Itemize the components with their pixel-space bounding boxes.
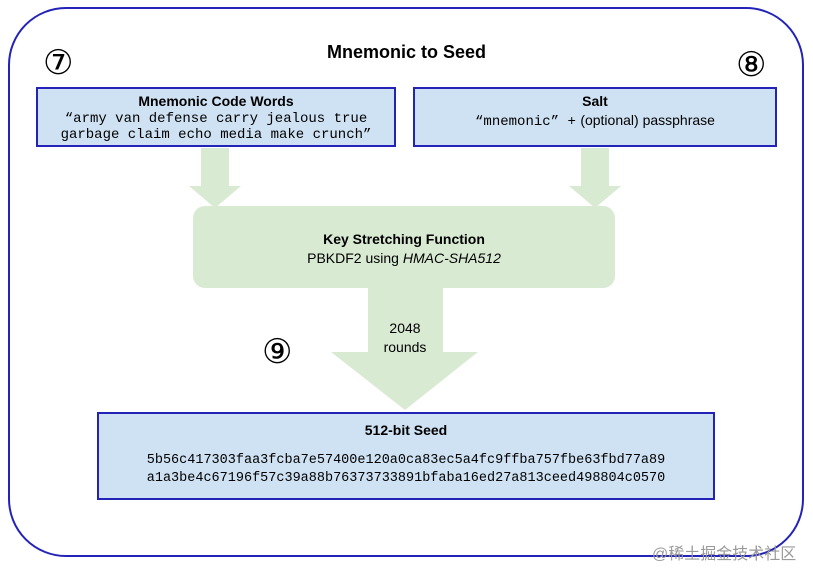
step-8-marker: ⑧ bbox=[736, 45, 767, 85]
diagram-title: Mnemonic to Seed bbox=[326, 42, 487, 62]
mnemonic-code-words-box: Mnemonic Code Words “army van defense ca… bbox=[36, 87, 396, 147]
mnemonic-heading: Mnemonic Code Words bbox=[138, 93, 294, 109]
salt-literal: “mnemonic” + bbox=[475, 114, 576, 130]
mnemonic-down-arrow bbox=[189, 148, 241, 208]
seed-line-1: 5b56c417303faa3fcba7e57400e120a0ca83ec5a… bbox=[146, 453, 666, 468]
rounds-text: rounds bbox=[383, 339, 427, 355]
step-7-marker: ⑦ bbox=[43, 43, 74, 83]
salt-box: Salt “mnemonic” + (optional) passphrase bbox=[413, 87, 777, 147]
rounds-down-arrow bbox=[331, 288, 478, 410]
mnemonic-words-line-1: “army van defense carry jealous true bbox=[64, 111, 368, 127]
key-stretching-algorithm: HMAC-SHA512 bbox=[402, 250, 501, 266]
key-stretching-prefix: PBKDF2 using bbox=[307, 250, 399, 266]
key-stretching-heading: Key Stretching Function bbox=[323, 231, 485, 247]
seed-line-2: a1a3be4c67196f57c39a88b76373733891bfaba1… bbox=[146, 471, 666, 486]
diagram-frame bbox=[8, 7, 804, 557]
step-9-marker: ⑨ bbox=[262, 332, 293, 372]
salt-passphrase: (optional) passphrase bbox=[580, 112, 715, 128]
rounds-count: 2048 bbox=[389, 320, 421, 336]
seed-heading: 512-bit Seed bbox=[364, 422, 448, 438]
rounds-label: 2048 rounds bbox=[365, 319, 445, 357]
salt-heading: Salt bbox=[582, 93, 608, 109]
seed-box: 512-bit Seed 5b56c417303faa3fcba7e57400e… bbox=[97, 412, 715, 500]
watermark: @稀土掘金技术社区 bbox=[652, 546, 797, 563]
mnemonic-words-line-2: garbage claim echo media make crunch” bbox=[60, 127, 372, 143]
key-stretching-function-box: Key Stretching Function PBKDF2 using HMA… bbox=[193, 206, 615, 288]
salt-down-arrow bbox=[569, 148, 621, 208]
